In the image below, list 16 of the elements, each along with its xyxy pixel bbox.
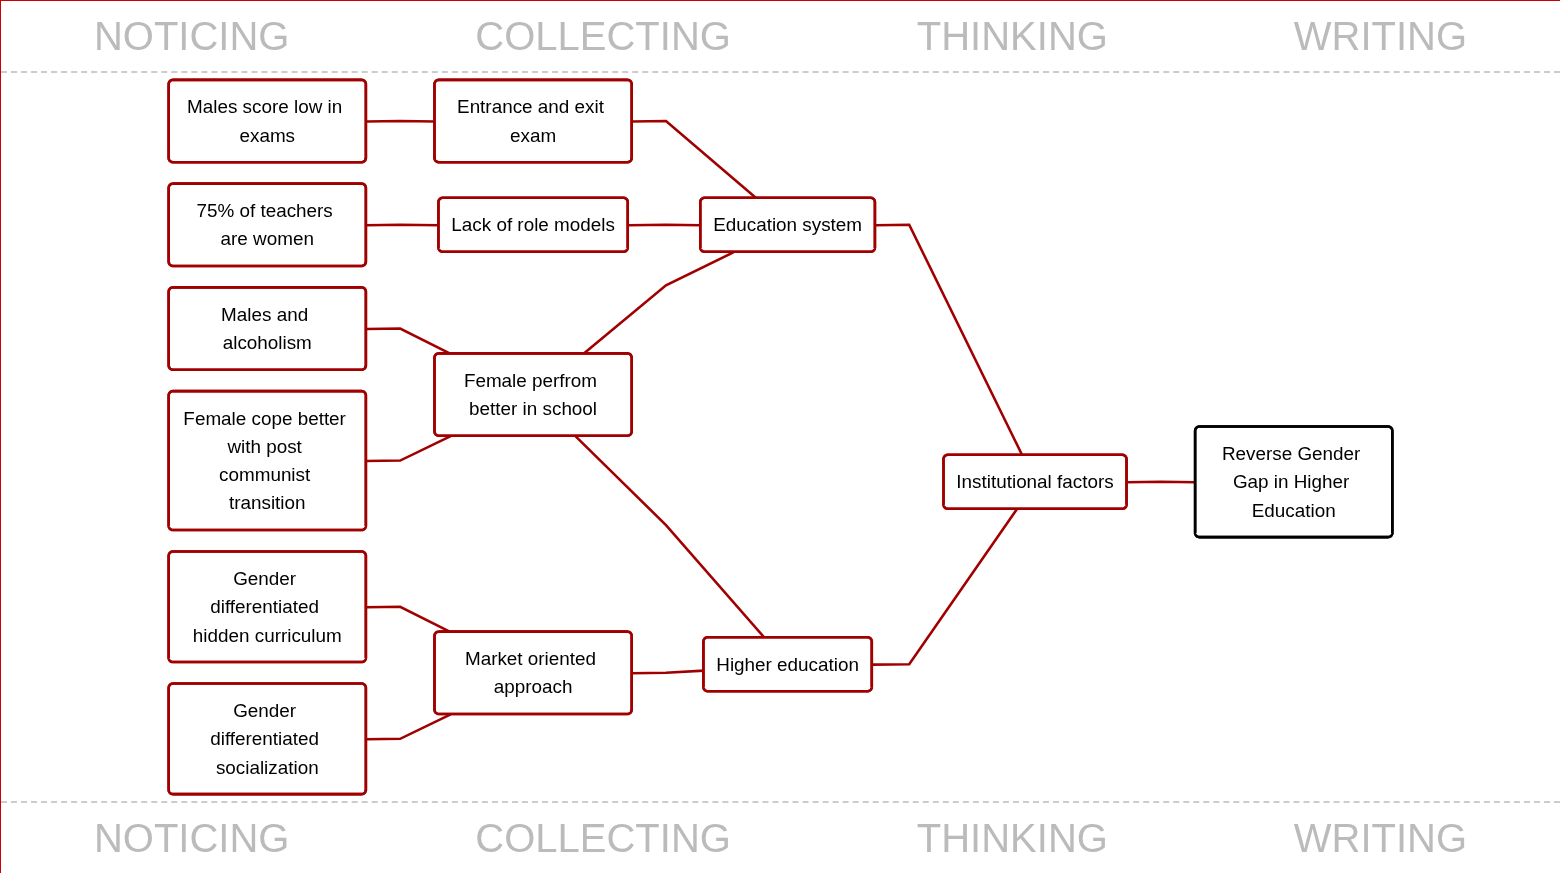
connector bbox=[1126, 480, 1196, 484]
lane-heading: COLLECTING bbox=[475, 815, 731, 861]
lane-heading: WRITING bbox=[1293, 815, 1468, 861]
lane-heading: NOTICING bbox=[93, 815, 290, 861]
lane-heading: NOTICING bbox=[93, 13, 290, 59]
connector bbox=[872, 508, 1018, 666]
connector bbox=[366, 435, 452, 463]
lane-heading: COLLECTING bbox=[475, 13, 731, 59]
connector bbox=[366, 713, 452, 741]
lane-heading: WRITING bbox=[1293, 13, 1468, 59]
lane-heading: THINKING bbox=[916, 13, 1108, 59]
connector bbox=[366, 119, 435, 123]
connector bbox=[628, 223, 701, 227]
connector bbox=[366, 223, 439, 227]
lane-heading: THINKING bbox=[916, 815, 1108, 861]
connector bbox=[632, 669, 704, 675]
